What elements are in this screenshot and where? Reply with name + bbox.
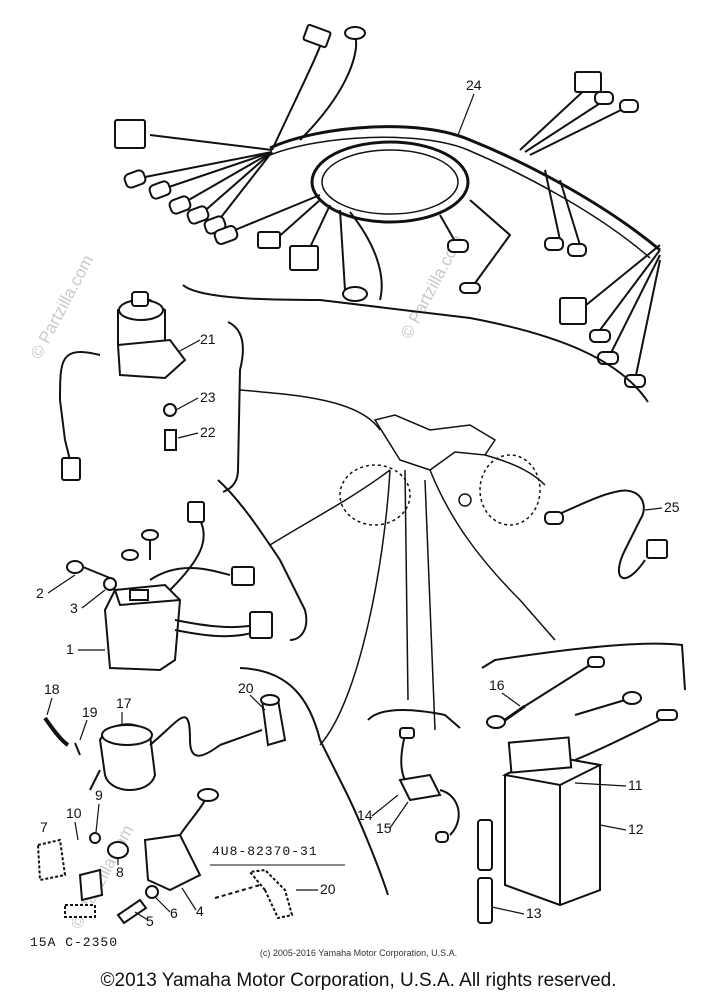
main-switch <box>58 291 187 481</box>
switch-bracket <box>222 321 244 493</box>
callout-2: 2 <box>36 585 44 601</box>
fuse-bracket <box>367 709 461 729</box>
callout-3: 3 <box>70 600 78 616</box>
frame-sketch <box>239 389 556 746</box>
ignition-coil <box>43 694 287 791</box>
figure-code: 15A C-2350 <box>30 935 118 950</box>
fuse-holder <box>398 727 460 843</box>
harness-connectors <box>114 23 646 388</box>
callout-20-top: 20 <box>238 680 254 696</box>
callout-4: 4 <box>196 903 204 919</box>
cdi-unit <box>66 501 273 672</box>
callout-11: 11 <box>628 777 643 793</box>
callout-9: 9 <box>95 787 103 803</box>
callout-25: 25 <box>664 499 680 515</box>
callout-1: 1 <box>66 641 74 657</box>
part-number: 4U8-82370-31 <box>212 844 318 859</box>
battery <box>477 656 678 924</box>
cdi-bracket <box>217 479 308 641</box>
pickup-parts <box>36 788 219 925</box>
copyright-notice: ©2013 Yamaha Motor Corporation, U.S.A. A… <box>100 970 617 991</box>
callout-19: 19 <box>82 704 98 720</box>
callout-16: 16 <box>489 677 505 693</box>
callout-15: 15 <box>376 820 392 836</box>
callout-17: 17 <box>116 695 132 711</box>
callout-10: 10 <box>66 805 82 821</box>
watermark: © Partzilla.com <box>27 252 98 362</box>
callout-21: 21 <box>200 331 216 347</box>
callout-23: 23 <box>200 389 216 405</box>
wire-lead <box>544 489 668 580</box>
callout-14: 14 <box>357 807 373 823</box>
callout-13: 13 <box>526 905 542 921</box>
spark-plug-cap <box>214 868 294 920</box>
group-bracket <box>182 284 649 403</box>
callout-22: 22 <box>200 424 216 440</box>
callout-24: 24 <box>466 77 482 93</box>
battery-bracket <box>481 642 686 691</box>
callout-8: 8 <box>116 864 124 880</box>
callout-7: 7 <box>40 819 48 835</box>
callout-6: 6 <box>170 905 178 921</box>
callout-5: 5 <box>146 913 154 929</box>
coil-bracket <box>239 667 389 896</box>
callout-20-bottom: 20 <box>320 881 336 897</box>
callout-18: 18 <box>44 681 60 697</box>
callout-12: 12 <box>628 821 644 837</box>
small-copyright: (c) 2005-2016 Yamaha Motor Corporation, … <box>259 948 458 958</box>
